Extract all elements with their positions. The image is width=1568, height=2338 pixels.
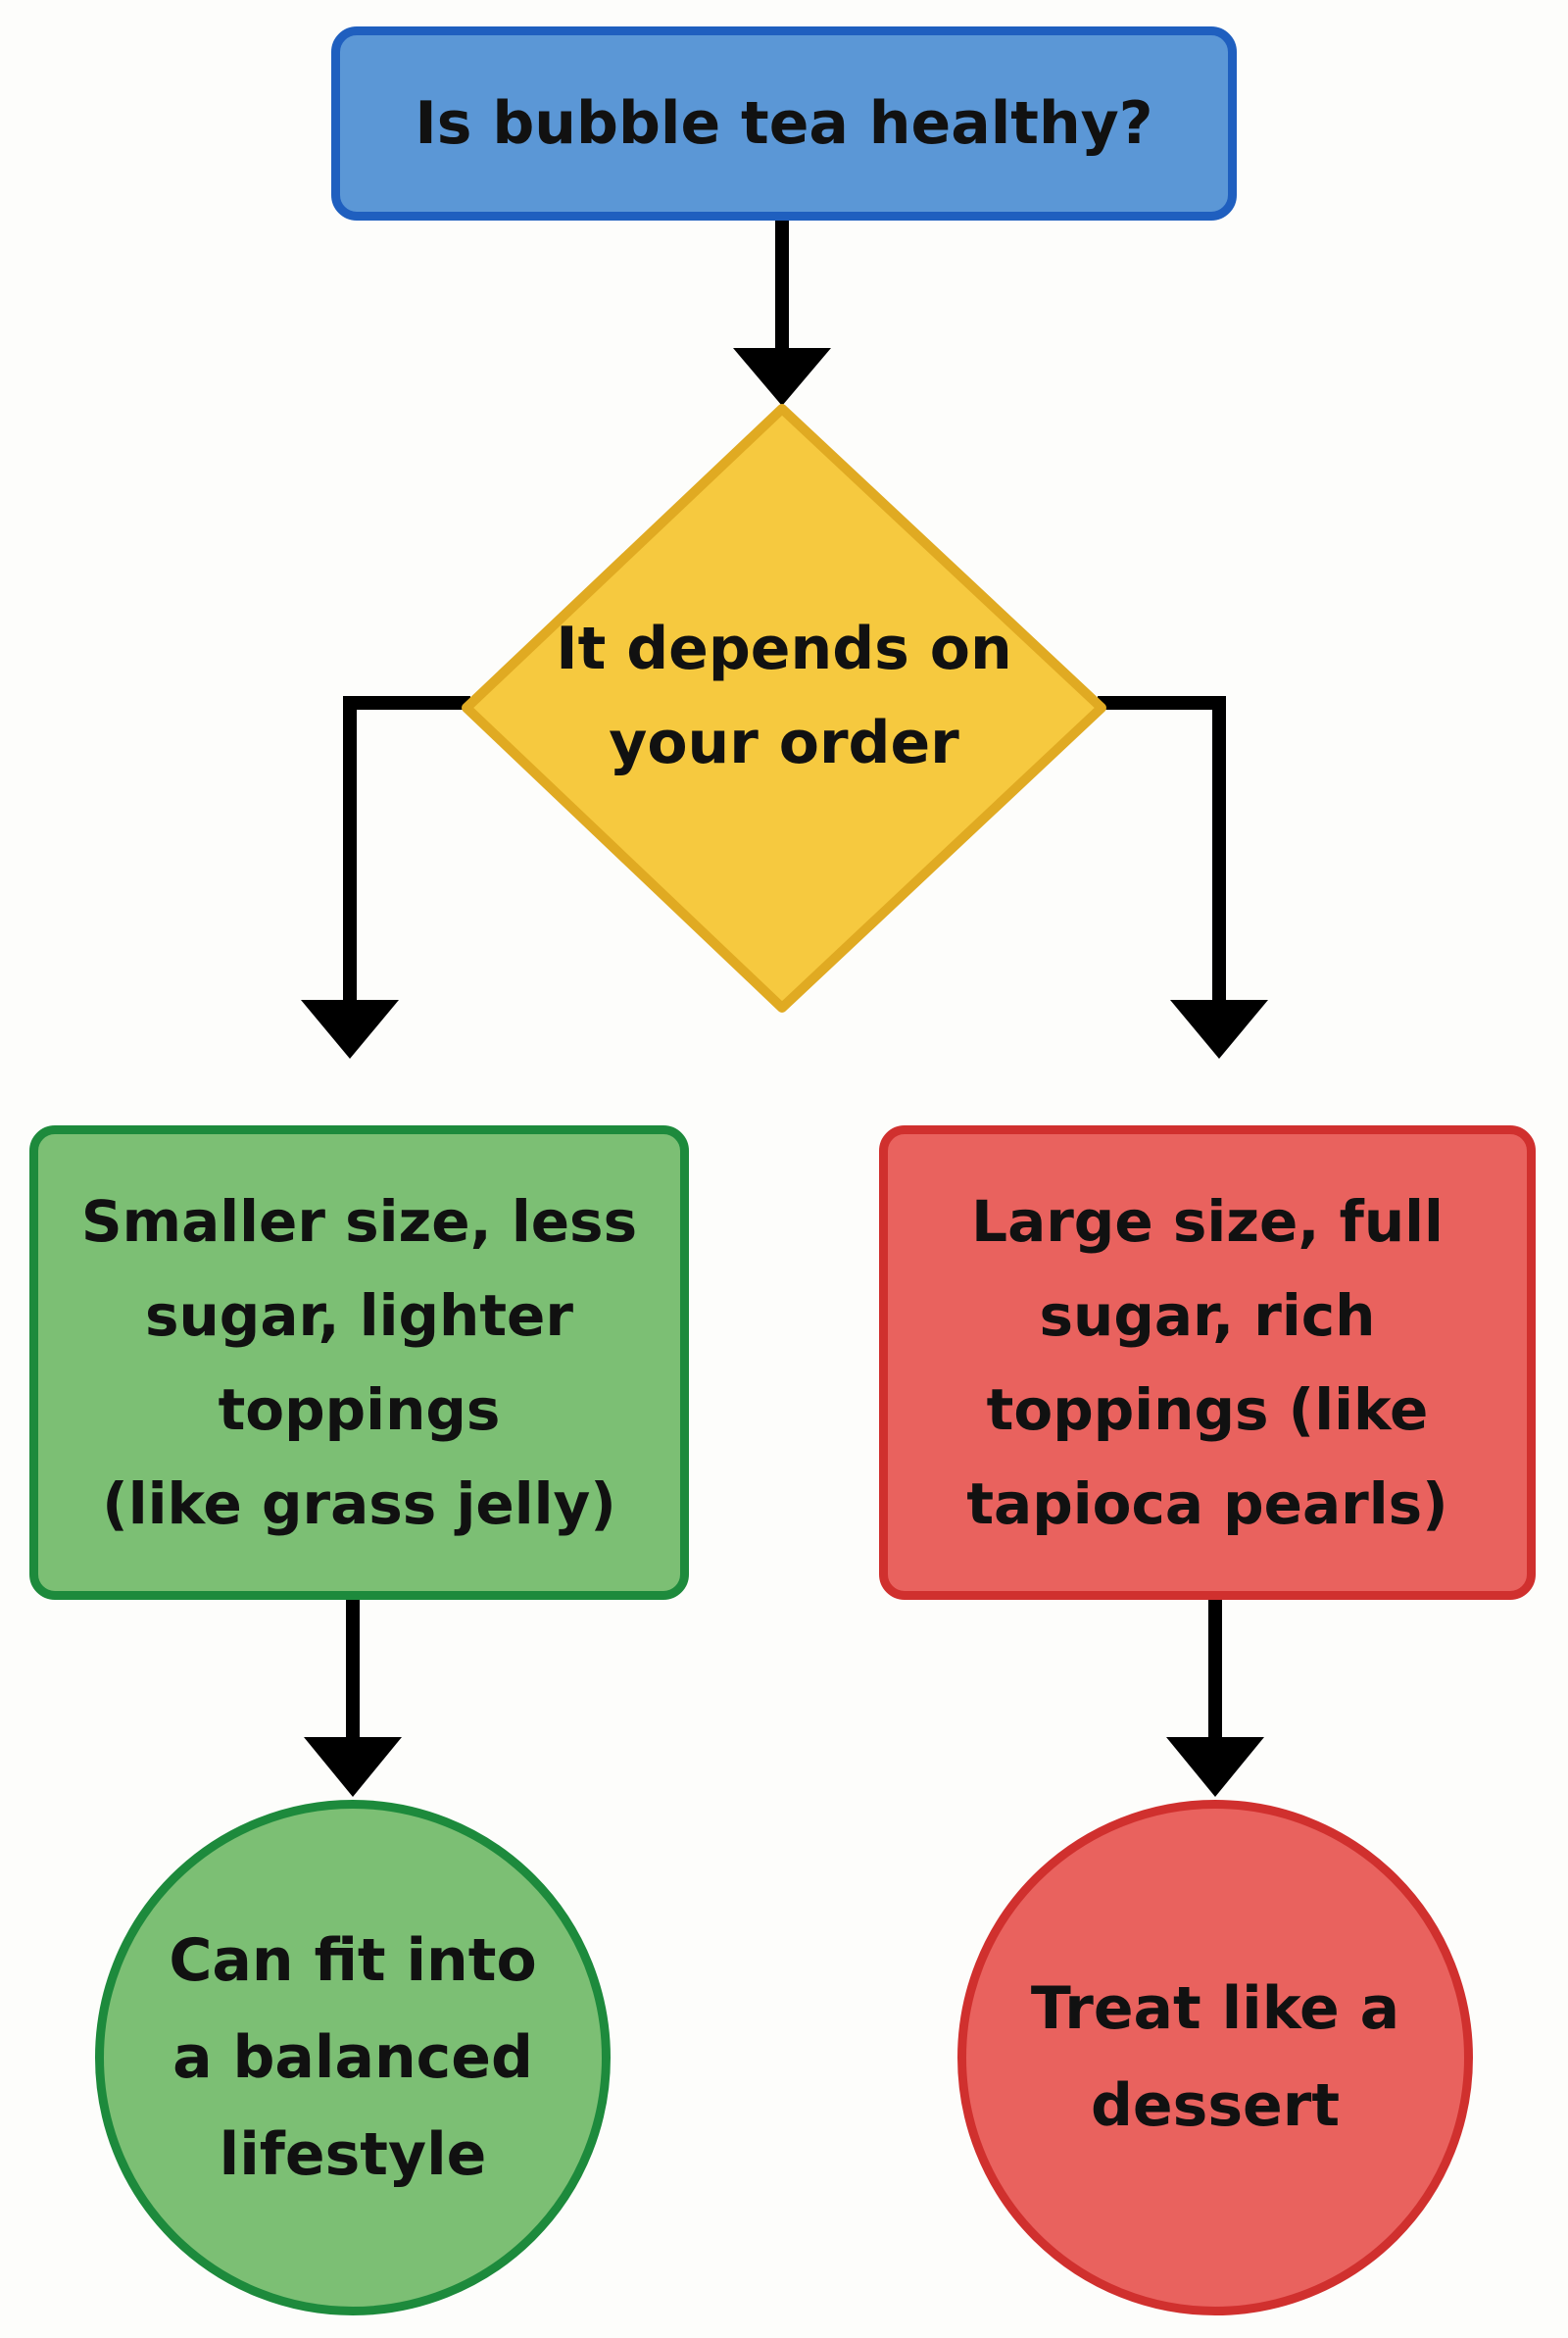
right-outcome-label: Treat like a dessert (1030, 1974, 1400, 2140)
left-branch-node: Smaller size, less sugar, lighter toppin… (29, 1125, 689, 1600)
arrow-decision-to-left (343, 696, 470, 1005)
arrowhead-icon (304, 1737, 402, 1797)
left-outcome-node: Can fit into a balanced lifestyle (95, 1800, 611, 2315)
arrowhead-icon (1170, 1000, 1268, 1059)
arrow-decision-to-right (1098, 696, 1226, 1005)
arrowhead-icon (733, 348, 831, 406)
start-node: Is bubble tea healthy? (331, 26, 1237, 221)
arrowhead-icon (301, 1000, 399, 1059)
right-branch-node: Large size, full sugar, rich toppings (l… (879, 1125, 1536, 1600)
decision-label: It depends on your order (556, 615, 1012, 777)
right-branch-label: Large size, full sugar, rich toppings (l… (966, 1188, 1448, 1537)
left-branch-label: Smaller size, less sugar, lighter toppin… (80, 1188, 638, 1537)
start-label: Is bubble tea healthy? (415, 89, 1153, 158)
right-outcome-node: Treat like a dessert (957, 1800, 1473, 2315)
arrowhead-icon (1166, 1737, 1264, 1797)
left-outcome-label: Can fit into a balanced lifestyle (169, 1925, 537, 2189)
decision-node: It depends on your order (490, 588, 1078, 804)
decision-diamond (462, 404, 1106, 1013)
